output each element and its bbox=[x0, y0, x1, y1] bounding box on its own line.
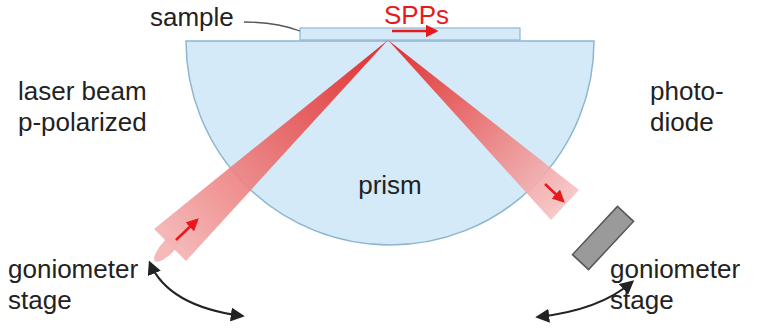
prism-label: prism bbox=[185, 170, 595, 201]
beam-arrow bbox=[176, 220, 197, 240]
beam-arrow bbox=[545, 184, 563, 201]
beam-end bbox=[150, 224, 190, 266]
prism-shape: prism bbox=[185, 40, 595, 246]
part-label: goniometer stage bbox=[610, 254, 740, 316]
leader-line bbox=[244, 22, 300, 31]
wave-label: SPPs bbox=[384, 0, 449, 31]
prism-outline bbox=[185, 40, 595, 246]
part-label: sample bbox=[150, 2, 234, 33]
part-label: goniometer stage bbox=[8, 254, 138, 316]
part-label: photo- diode bbox=[650, 76, 724, 138]
part-label: laser beam p-polarized bbox=[18, 76, 173, 138]
spp-arrow bbox=[392, 30, 436, 33]
rotation-arrow bbox=[150, 263, 242, 316]
